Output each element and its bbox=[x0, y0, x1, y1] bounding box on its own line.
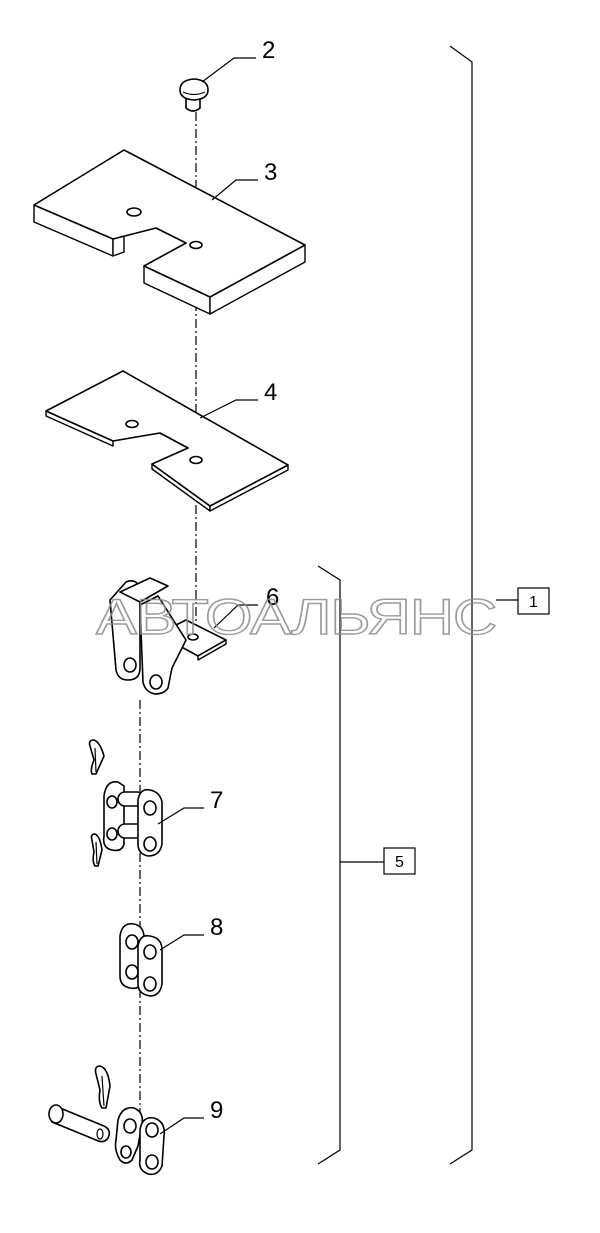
callout-8: 8 bbox=[210, 914, 223, 941]
assembly-bracket-5 bbox=[317, 565, 341, 1165]
callout-4: 4 bbox=[264, 379, 277, 406]
clevis-pin bbox=[48, 1104, 111, 1143]
part-7-chain-link bbox=[102, 780, 163, 857]
callout-1: 1 bbox=[529, 594, 538, 611]
watermark-text: АВТОАЛЬЯНС bbox=[96, 589, 496, 645]
split-pin-bottom bbox=[94, 1065, 111, 1109]
assembly-bracket-1 bbox=[449, 45, 473, 1165]
part-4-thin-plate bbox=[45, 370, 289, 512]
split-pin-lower bbox=[90, 833, 103, 867]
callout-3: 3 bbox=[264, 159, 277, 186]
callout-box-5 bbox=[383, 847, 416, 875]
part-3-thick-plate bbox=[33, 149, 306, 315]
callout-7: 7 bbox=[210, 787, 223, 814]
leader-lines bbox=[157, 57, 518, 1135]
callout-5: 5 bbox=[395, 854, 404, 871]
callout-9: 9 bbox=[210, 1097, 223, 1124]
callout-6: 6 bbox=[266, 584, 279, 611]
center-axis bbox=[139, 112, 197, 1140]
callout-box-1 bbox=[517, 587, 550, 615]
part-9-offset-link bbox=[114, 1106, 166, 1176]
part-6-bracket bbox=[109, 577, 227, 695]
part-8-connecting-link bbox=[119, 922, 163, 997]
callout-2: 2 bbox=[262, 37, 275, 64]
part-2-bolt bbox=[179, 78, 209, 112]
split-pin-upper bbox=[88, 739, 105, 775]
